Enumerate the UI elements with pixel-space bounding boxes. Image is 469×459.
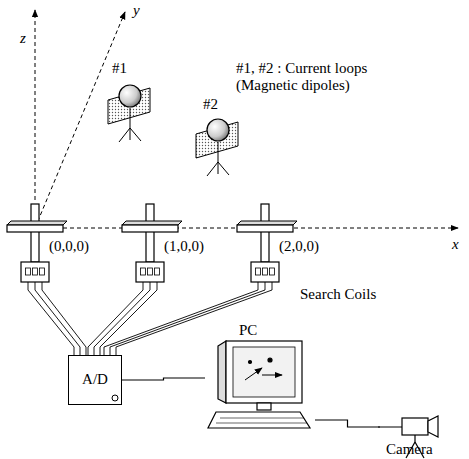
- pc-monitor: [208, 341, 310, 428]
- current-loop: [108, 85, 150, 142]
- camera-unit: Camera: [380, 398, 450, 458]
- coordinate-label: (0,0,0): [49, 238, 89, 255]
- coordinate-label: (1,0,0): [164, 238, 204, 255]
- cable: [315, 420, 380, 427]
- signal-wire: [42, 282, 86, 355]
- note: #1, #2 : Current loops (Magnetic dipoles…: [236, 60, 414, 95]
- z-axis: [35, 10, 36, 200]
- callout-number: #2: [203, 96, 218, 113]
- node-text: A/D: [82, 371, 108, 388]
- signal-wire: [35, 282, 80, 355]
- coordinate-label: (2,0,0): [279, 238, 319, 255]
- search-coil: [7, 204, 86, 355]
- search-coils: [7, 204, 297, 355]
- ad-port: [112, 395, 118, 401]
- axis-label: y: [133, 2, 140, 19]
- node-text: Camera: [386, 441, 433, 458]
- axis-label: z: [20, 30, 26, 47]
- search-coil: [88, 204, 182, 355]
- signal-wire: [88, 282, 143, 355]
- camera: [378, 416, 438, 458]
- axis-label: x: [452, 236, 459, 253]
- signal-wire: [28, 282, 74, 355]
- part-label: Search Coils: [300, 286, 376, 303]
- converter-box: A/D: [68, 355, 122, 405]
- cable: [122, 378, 205, 380]
- current-loop: [196, 119, 238, 176]
- signal-wire: [100, 282, 157, 355]
- computer: PC: [205, 322, 315, 434]
- search-coil: [104, 204, 297, 355]
- callout-number: #1: [112, 60, 127, 77]
- node-text: PC: [239, 322, 257, 339]
